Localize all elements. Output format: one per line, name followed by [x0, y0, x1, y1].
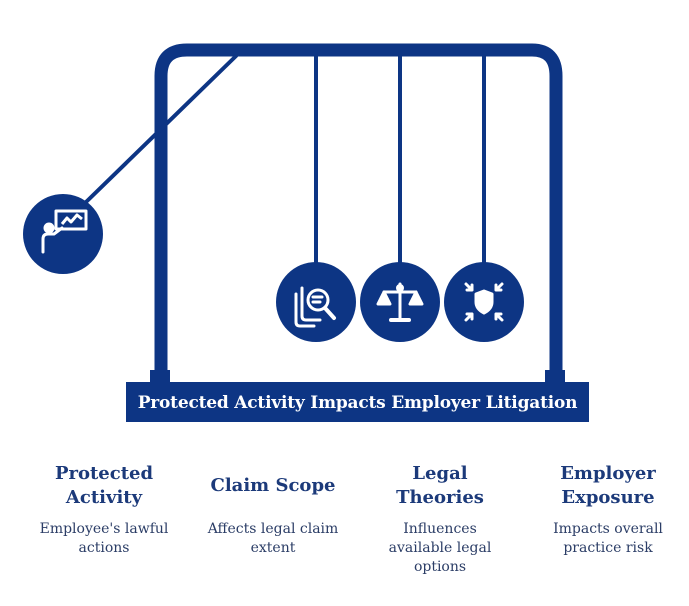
- item-title: Employer Exposure: [560, 463, 656, 508]
- shield-arrows-icon: [464, 282, 504, 322]
- cradle-strings: [82, 54, 486, 272]
- hanging-ball-2: [360, 262, 440, 342]
- item-title: Legal Theories: [396, 463, 484, 508]
- item-claim-scope: Claim Scope Affects legal claim extent: [203, 462, 343, 558]
- item-description: Affects legal claim extent: [207, 521, 339, 556]
- hanging-ball-3: [444, 262, 524, 342]
- item-protected-activity: Protected Activity Employee's lawful act…: [34, 462, 174, 558]
- item-employer-exposure: Employer Exposure Impacts overall practi…: [538, 462, 678, 558]
- item-title: Claim Scope: [210, 475, 336, 496]
- item-legal-theories: Legal Theories Influences available lega…: [370, 462, 510, 577]
- scales-of-justice-icon: [376, 282, 424, 322]
- hanging-ball-1: [276, 262, 356, 342]
- banner-title: Protected Activity Impacts Employer Liti…: [137, 393, 578, 413]
- item-title: Protected Activity: [54, 463, 154, 508]
- item-description: Influences available legal options: [388, 521, 492, 575]
- presenter-whiteboard-icon: [41, 209, 88, 254]
- cradle-frame: [154, 43, 563, 379]
- item-description: Impacts overall practice risk: [553, 521, 663, 556]
- document-search-icon: [294, 286, 336, 328]
- item-description: Employee's lawful actions: [39, 521, 169, 556]
- swinging-ball: [23, 194, 103, 274]
- banner-base: [126, 382, 589, 422]
